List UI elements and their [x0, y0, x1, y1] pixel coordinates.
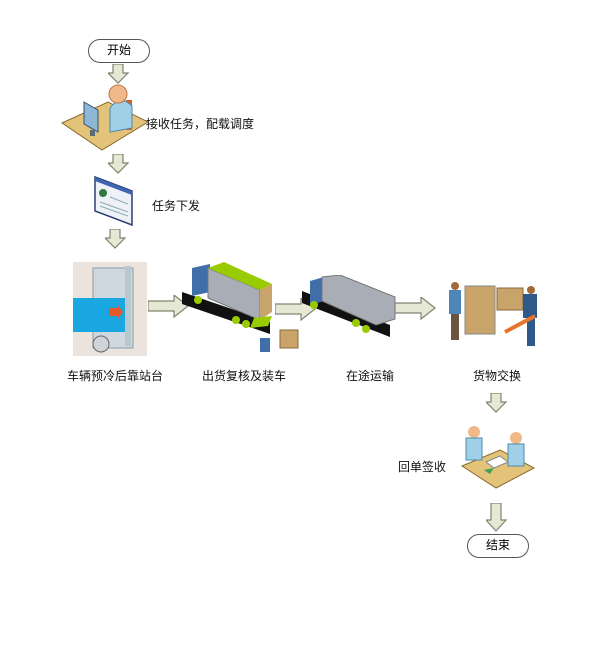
dispatcher-desk-icon [60, 84, 150, 151]
start-node: 开始 [88, 39, 150, 63]
dispatch-label: 任务下发 [152, 199, 201, 213]
truck-loading-icon [182, 262, 299, 352]
arrow-right-3 [395, 297, 436, 320]
arrow-down-3 [105, 229, 126, 249]
receipt-sign-icon [460, 426, 536, 489]
receipt-label: 回单签收 [398, 460, 447, 474]
cargo-exchange-icon [449, 282, 537, 346]
dock-label: 车辆预冷后靠站台 [67, 369, 164, 383]
arrow-down-4 [486, 393, 507, 413]
transit-label: 在途运输 [346, 369, 395, 383]
truck-transit-icon [302, 275, 396, 337]
arrow-down-5 [486, 503, 508, 532]
exchange-label: 货物交换 [473, 369, 522, 383]
loading-dock-icon [73, 262, 147, 356]
end-label: 结束 [485, 538, 510, 552]
loading-label: 出货复核及装车 [202, 369, 287, 383]
end-node: 结束 [467, 534, 529, 558]
browser-window-icon [94, 175, 133, 227]
arrow-down-2 [108, 154, 129, 174]
receive-label: 接收任务，配载调度 [146, 117, 255, 131]
start-label: 开始 [106, 43, 131, 57]
